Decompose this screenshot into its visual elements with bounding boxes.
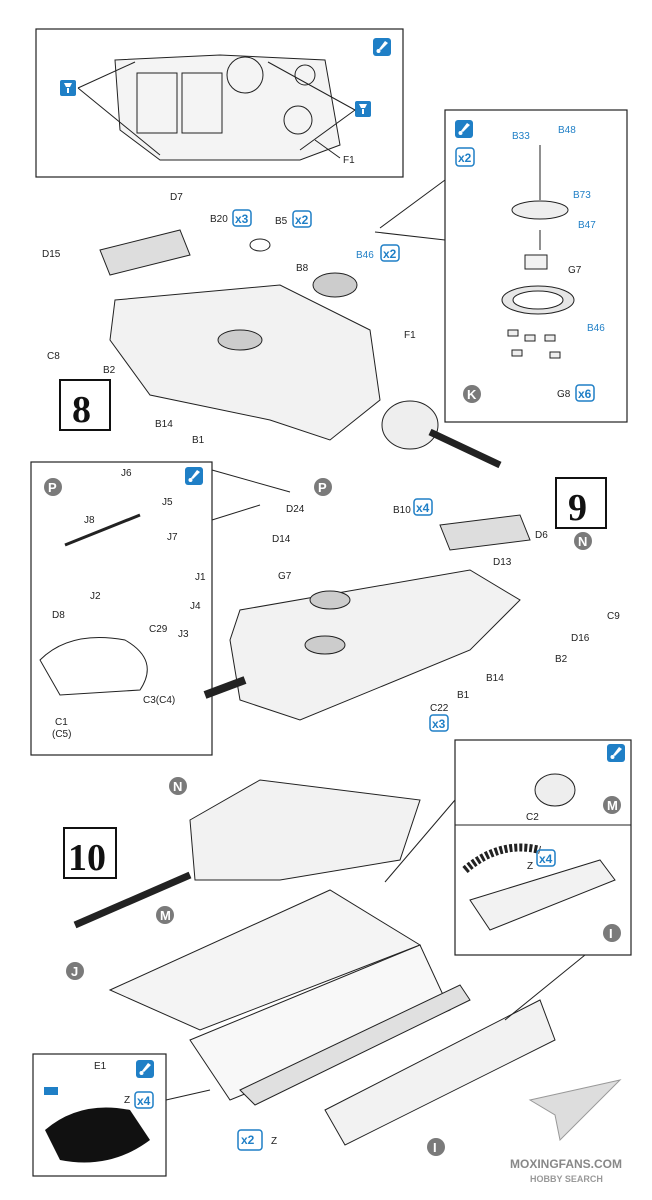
- part-label: J1: [195, 572, 206, 583]
- part-label: G7: [278, 571, 292, 582]
- multiplier-badge: x2: [241, 1133, 255, 1147]
- step-8-assembly: 8 K D7 D15 C8 B2 B14 B1 B20 x3 B5 x2 B8 …: [42, 192, 502, 469]
- paint-brush-icon: [136, 1060, 154, 1078]
- part-label: B2: [103, 365, 116, 376]
- multiplier-badge: x4: [416, 501, 430, 515]
- inset-running-gear: M I C2 Z x4: [454, 739, 632, 956]
- multiplier-badge: x3: [235, 212, 249, 226]
- part-label: C2: [526, 812, 539, 823]
- part-label: D8: [52, 610, 65, 621]
- subassembly-tag: P: [48, 480, 57, 495]
- part-label: B48: [558, 125, 576, 136]
- cement-drop-icon: [59, 79, 77, 97]
- part-label: B47: [578, 220, 596, 231]
- part-label: J8: [84, 515, 95, 526]
- part-label: B33: [512, 131, 530, 142]
- multiplier-badge: x3: [432, 717, 446, 731]
- part-label: B1: [192, 435, 205, 446]
- part-label: J4: [190, 601, 201, 612]
- multiplier-badge: x2: [383, 247, 397, 261]
- inset-track-link: E1 Z x4: [32, 1053, 167, 1177]
- part-label: B14: [155, 419, 173, 430]
- part-label: C29: [149, 624, 168, 635]
- subassembly-tag: P: [318, 480, 327, 495]
- part-label: G7: [568, 265, 582, 276]
- step-10-assembly: 10 N M J I x2 Z: [63, 777, 556, 1156]
- watermark-sub: HOBBY SEARCH: [530, 1174, 603, 1184]
- paint-brush-icon: [373, 38, 391, 56]
- part-label: C22: [430, 703, 449, 714]
- watermark-site: MOXINGFANS.COM: [510, 1157, 622, 1171]
- part-label: B2: [555, 654, 568, 665]
- part-label: Z: [124, 1095, 130, 1106]
- part-label: F1: [343, 155, 355, 166]
- part-label: B46: [356, 250, 374, 261]
- part-label: J6: [121, 468, 132, 479]
- subassembly-tag: M: [607, 798, 618, 813]
- part-label: C3(C4): [143, 695, 175, 706]
- part-label: B5: [275, 216, 288, 227]
- subassembly-tag: N: [578, 534, 587, 549]
- paint-brush-icon: [185, 467, 203, 485]
- part-label: J7: [167, 532, 178, 543]
- part-label: B14: [486, 673, 504, 684]
- part-label: J3: [178, 629, 189, 640]
- part-label: D6: [535, 530, 548, 541]
- paint-brush-icon: [607, 744, 625, 762]
- multiplier-badge: x4: [137, 1094, 151, 1108]
- watermark: MOXINGFANS.COM HOBBY SEARCH: [510, 1079, 622, 1184]
- part-label: C8: [47, 351, 60, 362]
- multiplier-badge: x2: [458, 151, 472, 165]
- part-label: Z: [271, 1136, 277, 1147]
- part-label: D16: [571, 633, 590, 644]
- part-label: G8: [557, 389, 571, 400]
- step-number: 9: [568, 487, 587, 529]
- part-label: B20: [210, 214, 228, 225]
- part-label: J2: [90, 591, 101, 602]
- part-label: D24: [286, 504, 305, 515]
- step-9-assembly: 9 N P D24 D14 G7 B10 x4 D6 D13 C9 D16 B2…: [203, 477, 620, 732]
- multiplier-badge: x2: [295, 213, 309, 227]
- inset-f1-detail: F1: [35, 28, 404, 178]
- part-label: D15: [42, 249, 61, 260]
- part-label: J5: [162, 497, 173, 508]
- part-label: E1: [94, 1061, 107, 1072]
- part-label: (C5): [52, 729, 71, 740]
- part-label: B1: [457, 690, 470, 701]
- subassembly-tag: I: [609, 926, 613, 941]
- part-label: B46: [587, 323, 605, 334]
- part-label: D13: [493, 557, 512, 568]
- part-label: B8: [296, 263, 309, 274]
- subassembly-tag: I: [433, 1140, 437, 1155]
- subassembly-tag: N: [173, 779, 182, 794]
- part-label: D7: [170, 192, 183, 203]
- step-number: 10: [68, 837, 106, 879]
- multiplier-badge: x6: [578, 387, 592, 401]
- subassembly-tag: K: [467, 387, 477, 402]
- part-label: C9: [607, 611, 620, 622]
- paint-brush-icon: [455, 120, 473, 138]
- part-label: B73: [573, 190, 591, 201]
- cement-drop-icon: [354, 100, 372, 118]
- inset-mg-mount: P J6 J5 J8 J7 J1 J2 J4 J3 C29 D8 C1 (C5)…: [30, 461, 213, 756]
- subassembly-tag: M: [160, 908, 171, 923]
- subassembly-tag: J: [71, 964, 78, 979]
- part-label: C1: [55, 717, 68, 728]
- part-label: B10: [393, 505, 411, 516]
- part-label: D14: [272, 534, 291, 545]
- step-number: 8: [72, 389, 91, 431]
- part-label: F1: [404, 330, 416, 341]
- part-label: Z: [527, 861, 533, 872]
- multiplier-badge: x4: [539, 852, 553, 866]
- inset-cupola-detail: x2 B33 B48 B73 B47 G7 B46 G8 x6: [444, 109, 628, 423]
